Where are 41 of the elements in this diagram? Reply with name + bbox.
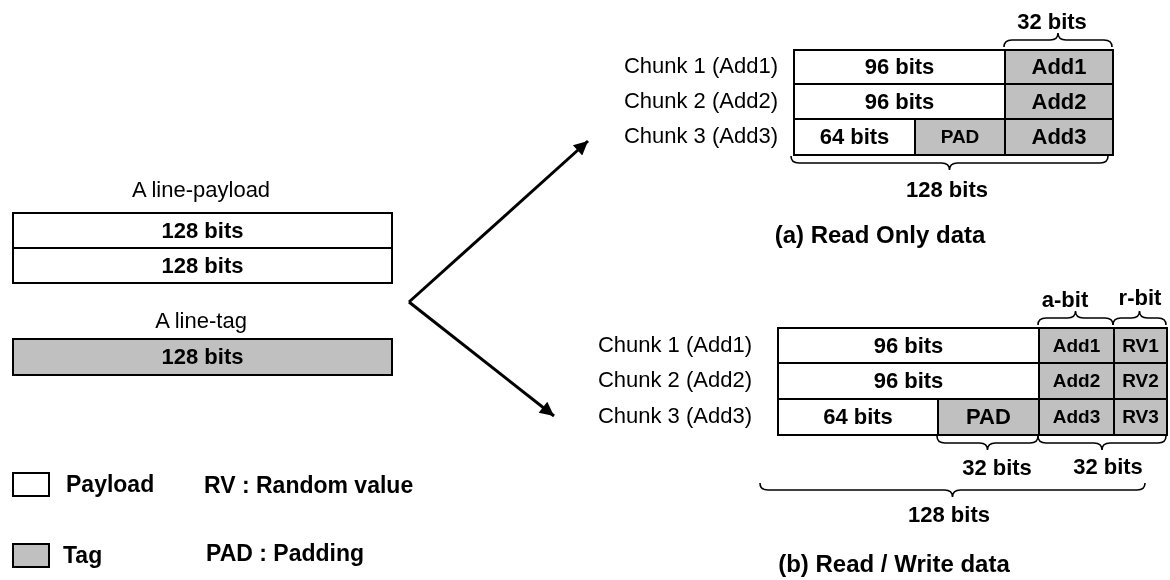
arrow — [408, 139, 589, 304]
tag-field-cell: Add1 — [1038, 327, 1115, 364]
chunk-label: Chunk 2 (Add2) — [580, 83, 778, 118]
tag-field-cell: PAD — [937, 398, 1040, 436]
dimension-label: 128 bits — [906, 179, 988, 201]
field-label: a-bit — [1041, 289, 1089, 311]
tag-field-cell: Add3 — [1004, 118, 1114, 156]
abbreviation-note: PAD : Padding — [206, 541, 364, 565]
tag-field-cell: 128 bits — [12, 338, 393, 376]
caption: (a) Read Only data — [774, 223, 986, 247]
chunk-label: Chunk 1 (Add1) — [556, 327, 752, 362]
tag-field-cell: RV1 — [1113, 327, 1168, 364]
payload-field-cell: 64 bits — [777, 398, 939, 436]
tag-field-cell: Add2 — [1004, 83, 1114, 120]
legend-label: Tag — [63, 543, 103, 567]
tag-field-cell: Add2 — [1038, 362, 1115, 400]
field-label: r-bit — [1118, 287, 1162, 309]
caption: (b) Read / Write data — [778, 552, 1010, 576]
tag-field-cell: RV3 — [1113, 398, 1168, 436]
payload-field-cell: 96 bits — [793, 49, 1006, 85]
arrow — [408, 300, 555, 418]
chunk-label: Chunk 1 (Add1) — [580, 49, 778, 83]
payload-field-cell: 128 bits — [12, 247, 393, 284]
tag-field-cell: Add3 — [1038, 398, 1115, 436]
dimension-label: 32 bits — [1073, 456, 1143, 478]
dimension-label: 32 bits — [1017, 11, 1087, 33]
dimension-label: 128 bits — [908, 504, 990, 526]
chunk-label: Chunk 3 (Add3) — [556, 398, 752, 434]
payload-field-cell: 96 bits — [777, 327, 1040, 364]
chunk-label: Chunk 3 (Add3) — [590, 118, 778, 154]
payload-field-cell: 128 bits — [12, 212, 393, 249]
dimension-label: 32 bits — [962, 457, 1032, 479]
heading: A line-tag — [155, 310, 247, 332]
heading: A line-payload — [131, 179, 271, 201]
abbreviation-note: RV : Random value — [204, 473, 414, 497]
payload-field-cell: 64 bits — [793, 118, 916, 156]
legend-label: Payload — [66, 472, 155, 496]
tag-field-cell: PAD — [914, 118, 1006, 156]
chunk-label: Chunk 2 (Add2) — [556, 362, 752, 398]
tag-field-cell: Add1 — [1004, 49, 1114, 85]
tag-field-cell: RV2 — [1113, 362, 1168, 400]
